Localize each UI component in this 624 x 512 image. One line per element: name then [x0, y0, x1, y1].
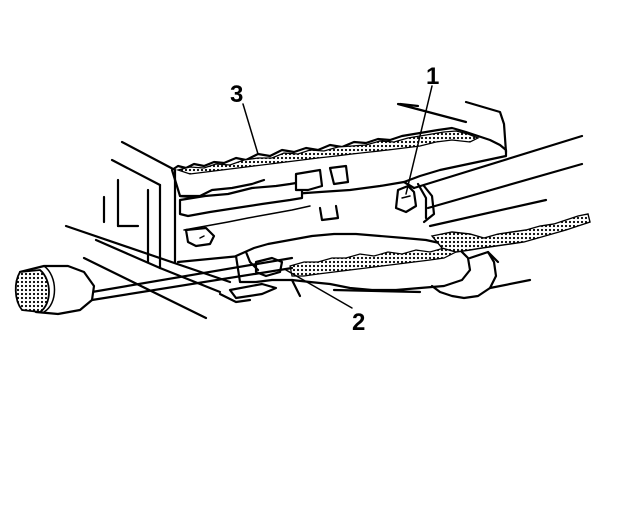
- callout-label-2: 2: [352, 309, 365, 336]
- callout-label-3: 3: [230, 81, 243, 108]
- release-tool: [14, 224, 294, 316]
- terminal-wire: [218, 213, 591, 304]
- connector-housing: [170, 100, 584, 264]
- callout-leaders: [242, 85, 433, 309]
- callout-label-1: 1: [426, 63, 439, 90]
- mounting-bracket: [82, 140, 222, 320]
